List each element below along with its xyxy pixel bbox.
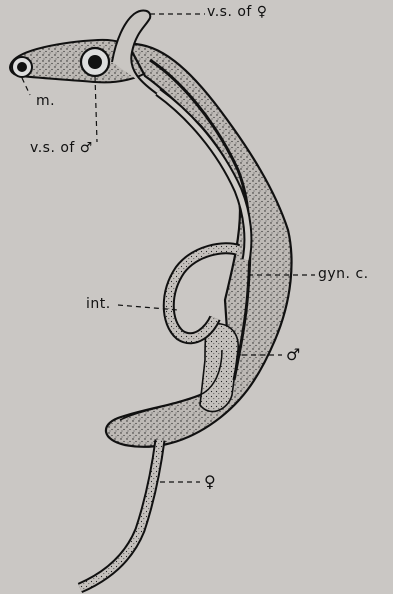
label-vs-male: v.s. of ♂	[30, 140, 93, 156]
label-vs-female: v.s. of ♀	[207, 4, 268, 20]
female-symbol-icon: ♀	[204, 472, 216, 491]
male-symbol-icon: ♂	[286, 345, 301, 364]
label-intestine: int.	[86, 296, 111, 312]
label-gyn-canal: gyn. c.	[318, 266, 369, 282]
label-mouth: m.	[36, 93, 55, 109]
